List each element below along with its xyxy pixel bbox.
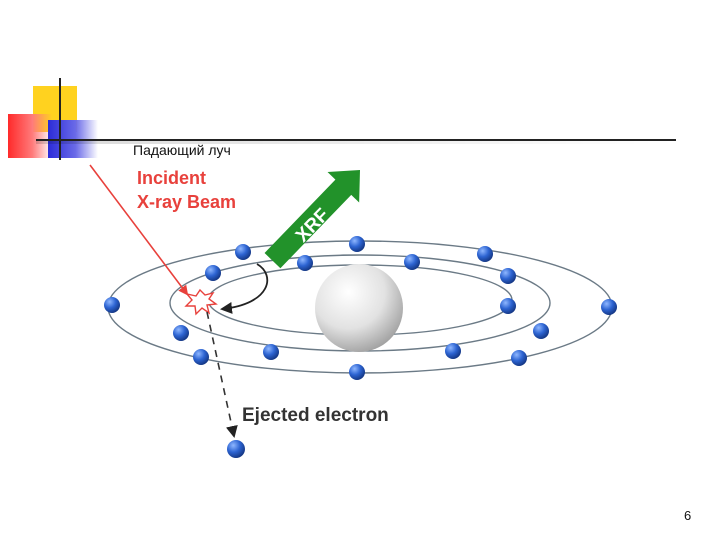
decor-vertical-line — [59, 78, 61, 160]
page-number: 6 — [684, 508, 692, 523]
incident-label-line1: Incident — [137, 168, 206, 188]
electrons — [104, 236, 617, 458]
decor-line-shadow — [36, 141, 676, 144]
electron — [193, 349, 209, 365]
decor-title-rule — [36, 139, 676, 141]
electron — [511, 350, 527, 366]
electron — [533, 323, 549, 339]
incident-beam-arrow — [89, 164, 189, 296]
electron — [349, 236, 365, 252]
electron — [601, 299, 617, 315]
electron — [445, 343, 461, 359]
electron — [205, 265, 221, 281]
electron — [235, 244, 251, 260]
electron — [297, 255, 313, 271]
transition-curve-arrow — [220, 263, 269, 314]
electron — [477, 246, 493, 262]
ejected-electron-label: Ejected electron — [242, 405, 389, 426]
electron — [349, 364, 365, 380]
xrf-arrow — [264, 170, 360, 269]
electron — [500, 298, 516, 314]
electron — [173, 325, 189, 341]
electron — [263, 344, 279, 360]
nucleus — [315, 264, 403, 352]
ejected-electron — [227, 440, 245, 458]
electron — [500, 268, 516, 284]
electron — [404, 254, 420, 270]
decor-red-square — [8, 114, 52, 158]
impact-burst-icon — [184, 288, 218, 316]
incident-label-line2: X-ray Beam — [137, 192, 236, 212]
slide-heading: Падающий луч — [133, 142, 231, 158]
electron — [104, 297, 120, 313]
ejected-path-arrow — [206, 311, 238, 438]
